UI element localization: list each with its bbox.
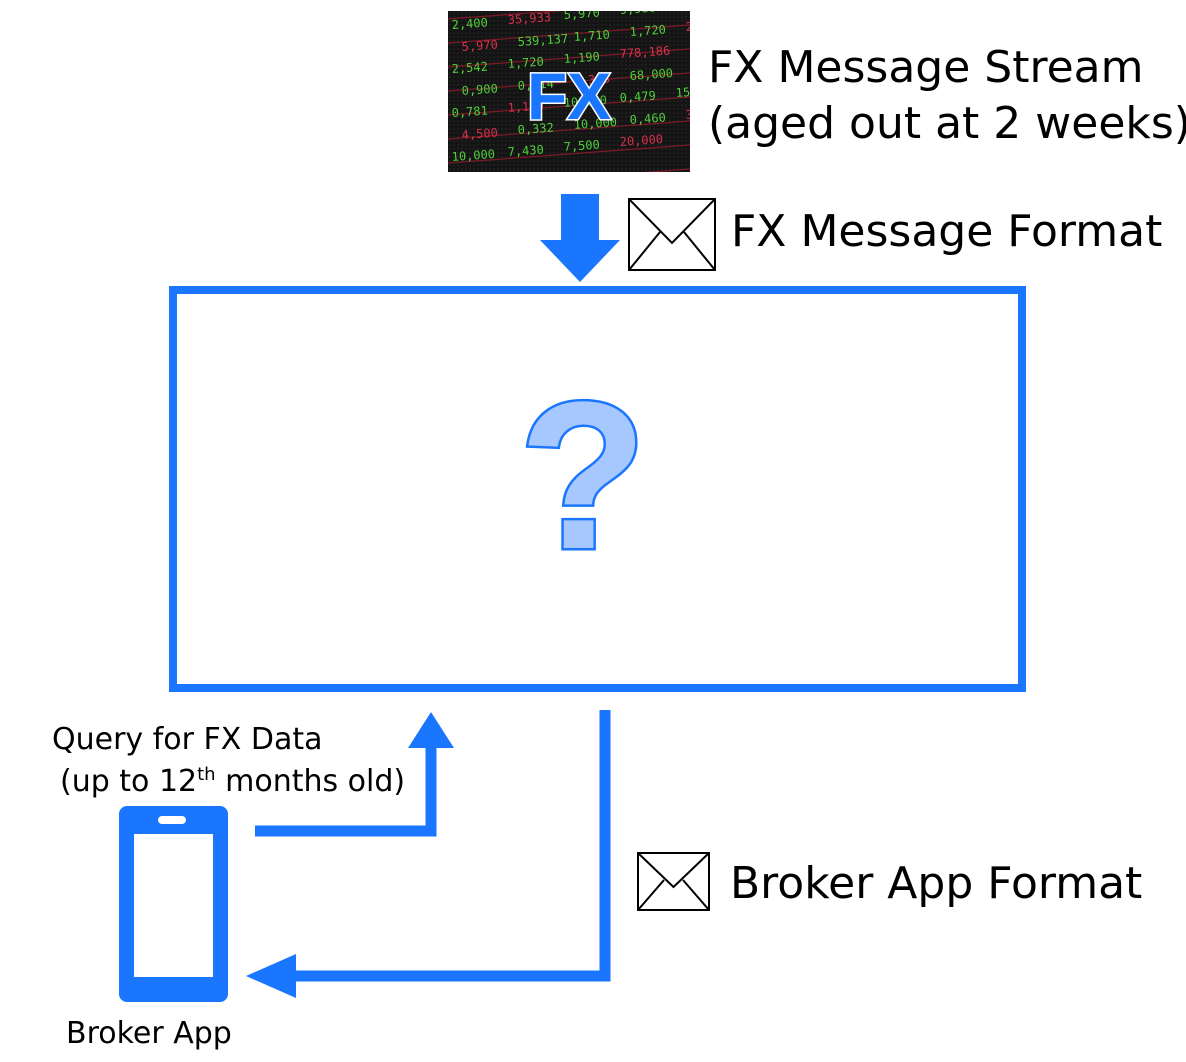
ticker-value: 20,000 — [619, 132, 663, 149]
ticker-value: 7,430 — [507, 143, 544, 159]
input-envelope-icon — [628, 198, 716, 271]
ticker-value: 778,186 — [619, 43, 670, 60]
ticker-value: 1,190 — [563, 50, 600, 66]
question-mark-icon: ? — [519, 358, 647, 593]
ticker-value: 68,000 — [629, 66, 673, 83]
input-format-label: FX Message Format — [731, 206, 1163, 257]
response-arrow — [246, 710, 611, 998]
ticker-value: 10,000 — [563, 93, 607, 110]
ticker-value: 0,900 — [461, 82, 498, 98]
output-format-label: Broker App Format — [730, 858, 1143, 909]
query-arrow — [255, 712, 454, 837]
output-envelope-icon — [637, 852, 710, 911]
fx-badge: FX — [527, 59, 611, 133]
ticker-value: 1,720 — [629, 23, 666, 39]
fx-stream-image: 2,400 35,933 5,970 9,986 5,970 539,137 1,710 1,… — [448, 11, 690, 172]
stream-title: FX Message Stream — [708, 42, 1144, 93]
ticker-value: 0,332 — [517, 121, 554, 137]
ticker-value: 1,190 — [507, 99, 544, 115]
ticker-value: 0,479 — [619, 89, 656, 105]
ticker-value: 233,167 — [685, 16, 690, 33]
ticker-value: 5,970 — [461, 38, 498, 54]
ticker-value: 10,000 — [451, 147, 495, 164]
ticker-value: 5,338 — [573, 72, 610, 88]
ticker-value: 350,000 — [685, 104, 690, 121]
ticker-value: 7,500 — [563, 138, 600, 154]
ticker-value: 9,986 — [619, 11, 656, 17]
input-arrow — [540, 194, 620, 282]
broker-app-label: Broker App — [66, 1016, 232, 1051]
ticker-value: 2,400 — [451, 16, 488, 32]
mobile-phone-icon — [119, 806, 228, 1002]
ticker-value: 1,720 — [507, 55, 544, 71]
ticker-value: 5,970 — [563, 11, 600, 22]
ticker-value: 35,933 — [507, 11, 551, 27]
query-label-line1: Query for FX Data — [52, 722, 323, 757]
ticker-value: 0,781 — [451, 104, 488, 120]
stream-subtitle: (aged out at 2 weeks) — [708, 98, 1186, 149]
ticker-value: 539,137 — [517, 31, 568, 48]
ticker-value: 2,542 — [451, 60, 488, 76]
ticker-value: 0,314 — [517, 77, 554, 93]
ticker-value: 1,710 — [573, 28, 610, 44]
ticker-value: 4,500 — [461, 126, 498, 142]
ticker-value: 0,460 — [629, 111, 666, 127]
ticker-value: 10,000 — [573, 115, 617, 132]
query-label-line2: (up to 12th months old) — [60, 764, 406, 799]
ticker-value: 158,294 — [675, 82, 690, 99]
processor-box — [169, 286, 1026, 692]
